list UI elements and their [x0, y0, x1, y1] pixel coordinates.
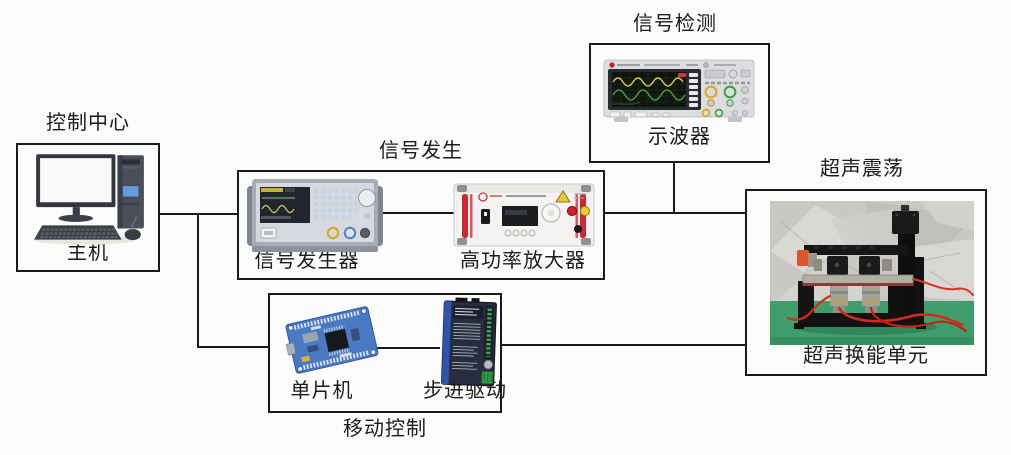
signal-generation-box [237, 170, 605, 280]
signal-detection-box [589, 43, 770, 163]
ultrasonic-transducer-photo [770, 201, 974, 345]
oscilloscope-image [602, 57, 756, 125]
motion-control-title: 移动控制 [343, 418, 427, 440]
connector-host-branch-down [197, 213, 199, 348]
host-label: 主机 [67, 242, 109, 264]
stepper-driver-image [436, 296, 503, 390]
connector-oscilloscope-tap [673, 163, 675, 214]
oscilloscope-label: 示波器 [648, 126, 711, 148]
desktop-computer-image [28, 152, 150, 246]
signal-generator-image [247, 176, 383, 260]
control-center-box [16, 143, 160, 272]
ultrasonic-oscillation-box [745, 189, 987, 376]
connector-mcu-to-stepper [358, 347, 440, 349]
ultrasonic-oscillation-title: 超声震荡 [820, 158, 904, 180]
motion-control-box [268, 293, 502, 413]
transducer-label: 超声换能单元 [803, 345, 929, 367]
control-center-title: 控制中心 [46, 112, 130, 134]
signal-generation-title: 信号发生 [379, 140, 463, 162]
microcontroller-board-image [280, 297, 385, 384]
connector-stepper-to-ultrasonic [502, 344, 745, 346]
signal-detection-title: 信号检测 [633, 13, 717, 35]
connector-host-to-motioncontrol [197, 346, 268, 348]
connector-amplifier-to-ultrasonic [605, 212, 745, 214]
generator-label: 信号发生器 [254, 250, 360, 272]
mcu-label: 单片机 [290, 380, 354, 402]
connector-generator-to-amplifier [378, 212, 454, 214]
high-power-amplifier-image [450, 182, 598, 248]
amplifier-label: 高功率放大器 [460, 250, 586, 272]
